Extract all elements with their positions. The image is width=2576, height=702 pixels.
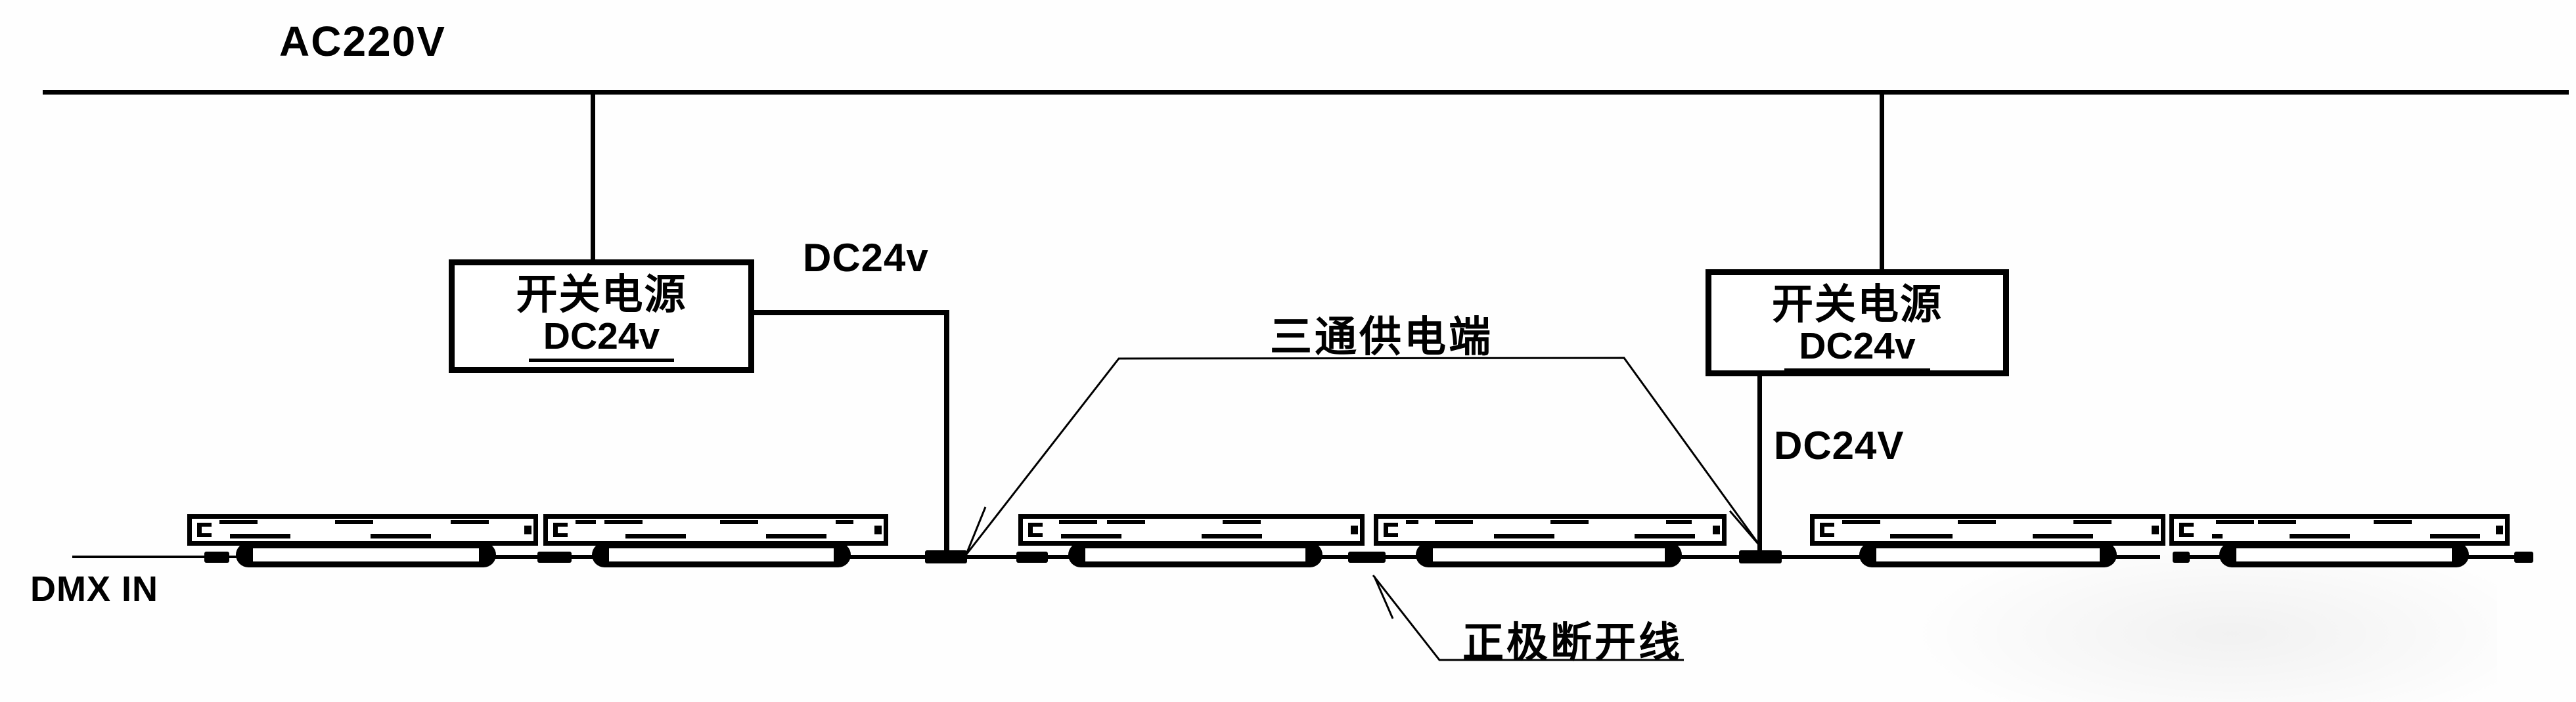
led-tube xyxy=(1416,542,1682,567)
psu1-dc-label: DC24v xyxy=(803,236,929,280)
tee-feed-connector-2 xyxy=(1739,550,1782,563)
led-tube xyxy=(1068,542,1322,567)
arrowhead-right-icon xyxy=(1729,510,1759,544)
wire-connector-tee1-3 xyxy=(1016,552,1048,563)
led-bar xyxy=(2169,514,2510,546)
psu1-dc-wire-vertical xyxy=(944,310,949,556)
bar-plug-icon xyxy=(1820,523,1834,537)
bar-plug-icon xyxy=(1384,523,1398,537)
led-bar xyxy=(187,514,538,546)
bar-pin-icon xyxy=(1713,525,1720,535)
led-dashes xyxy=(1416,534,1697,538)
psu2-dc-wire-vertical xyxy=(1757,375,1762,556)
arrowhead-left-icon xyxy=(964,506,987,556)
psu1-voltage: DC24v xyxy=(528,317,675,362)
bar-plug-icon xyxy=(197,523,212,537)
bar-pin-icon xyxy=(874,525,882,535)
psu2-input-wire xyxy=(1880,92,1884,272)
led-tube xyxy=(1859,542,2117,567)
led-dashes xyxy=(219,520,503,524)
ac-bus-line xyxy=(43,90,2569,95)
led-dashes xyxy=(1853,534,2136,538)
led-tube xyxy=(236,542,496,567)
dmx-input-wire xyxy=(72,556,244,558)
wire-connector-3-4-positive-break xyxy=(1348,552,1386,563)
positive-break-label: 正极断开线 xyxy=(1462,620,1683,666)
bar-pin-icon xyxy=(524,525,531,535)
tee-feed-label: 三通供电端 xyxy=(1270,313,1493,361)
dmx-connector xyxy=(204,552,229,563)
led-dashes xyxy=(2212,534,2480,538)
ac-voltage-label: AC220V xyxy=(279,18,446,65)
psu2-dc-label: DC24V xyxy=(1774,424,1905,468)
psu1-title: 开关电源 xyxy=(516,272,687,318)
strip-wire-segment xyxy=(2112,555,2160,559)
psu2-voltage: DC24v xyxy=(1784,326,1930,372)
psu2-box: 开关电源 DC24v xyxy=(1706,269,2009,376)
dmx-in-label: DMX IN xyxy=(30,569,158,609)
led-dashes xyxy=(1061,534,1335,538)
bar-plug-icon xyxy=(1028,523,1043,537)
led-dashes xyxy=(2202,520,2475,524)
led-dashes xyxy=(1406,520,1692,524)
led-dashes xyxy=(586,534,859,538)
bar-plug-icon xyxy=(2179,523,2194,537)
led-dashes xyxy=(576,520,853,524)
led-tube xyxy=(2219,542,2469,567)
led-dashes xyxy=(1051,520,1330,524)
strip-wire-segment-after-break xyxy=(2173,555,2223,559)
psu1-input-wire xyxy=(591,92,595,261)
bar-pin-icon xyxy=(2152,525,2159,535)
tee-feed-leader xyxy=(963,357,1761,558)
strip-wire-segment xyxy=(2464,555,2533,559)
psu2-title: 开关电源 xyxy=(1772,282,1943,328)
bar-pin-icon xyxy=(1351,525,1358,535)
tee-feed-connector-1 xyxy=(925,550,967,563)
psu1-dc-wire-horizontal xyxy=(754,310,949,315)
bar-plug-icon xyxy=(553,523,568,537)
positive-break-leader xyxy=(1372,575,1684,661)
strip-end-connector xyxy=(2514,552,2533,563)
led-tube xyxy=(592,542,851,567)
led-dashes xyxy=(1842,520,2131,524)
psu1-box: 开关电源 DC24v xyxy=(449,259,754,373)
bar-pin-icon xyxy=(2496,525,2503,535)
wire-connector-1-2 xyxy=(537,552,572,563)
wire-connector-5-6 xyxy=(2173,552,2190,563)
led-dashes xyxy=(230,534,508,538)
led-bar xyxy=(1810,514,2165,546)
arrowhead-break-icon xyxy=(1373,576,1394,619)
